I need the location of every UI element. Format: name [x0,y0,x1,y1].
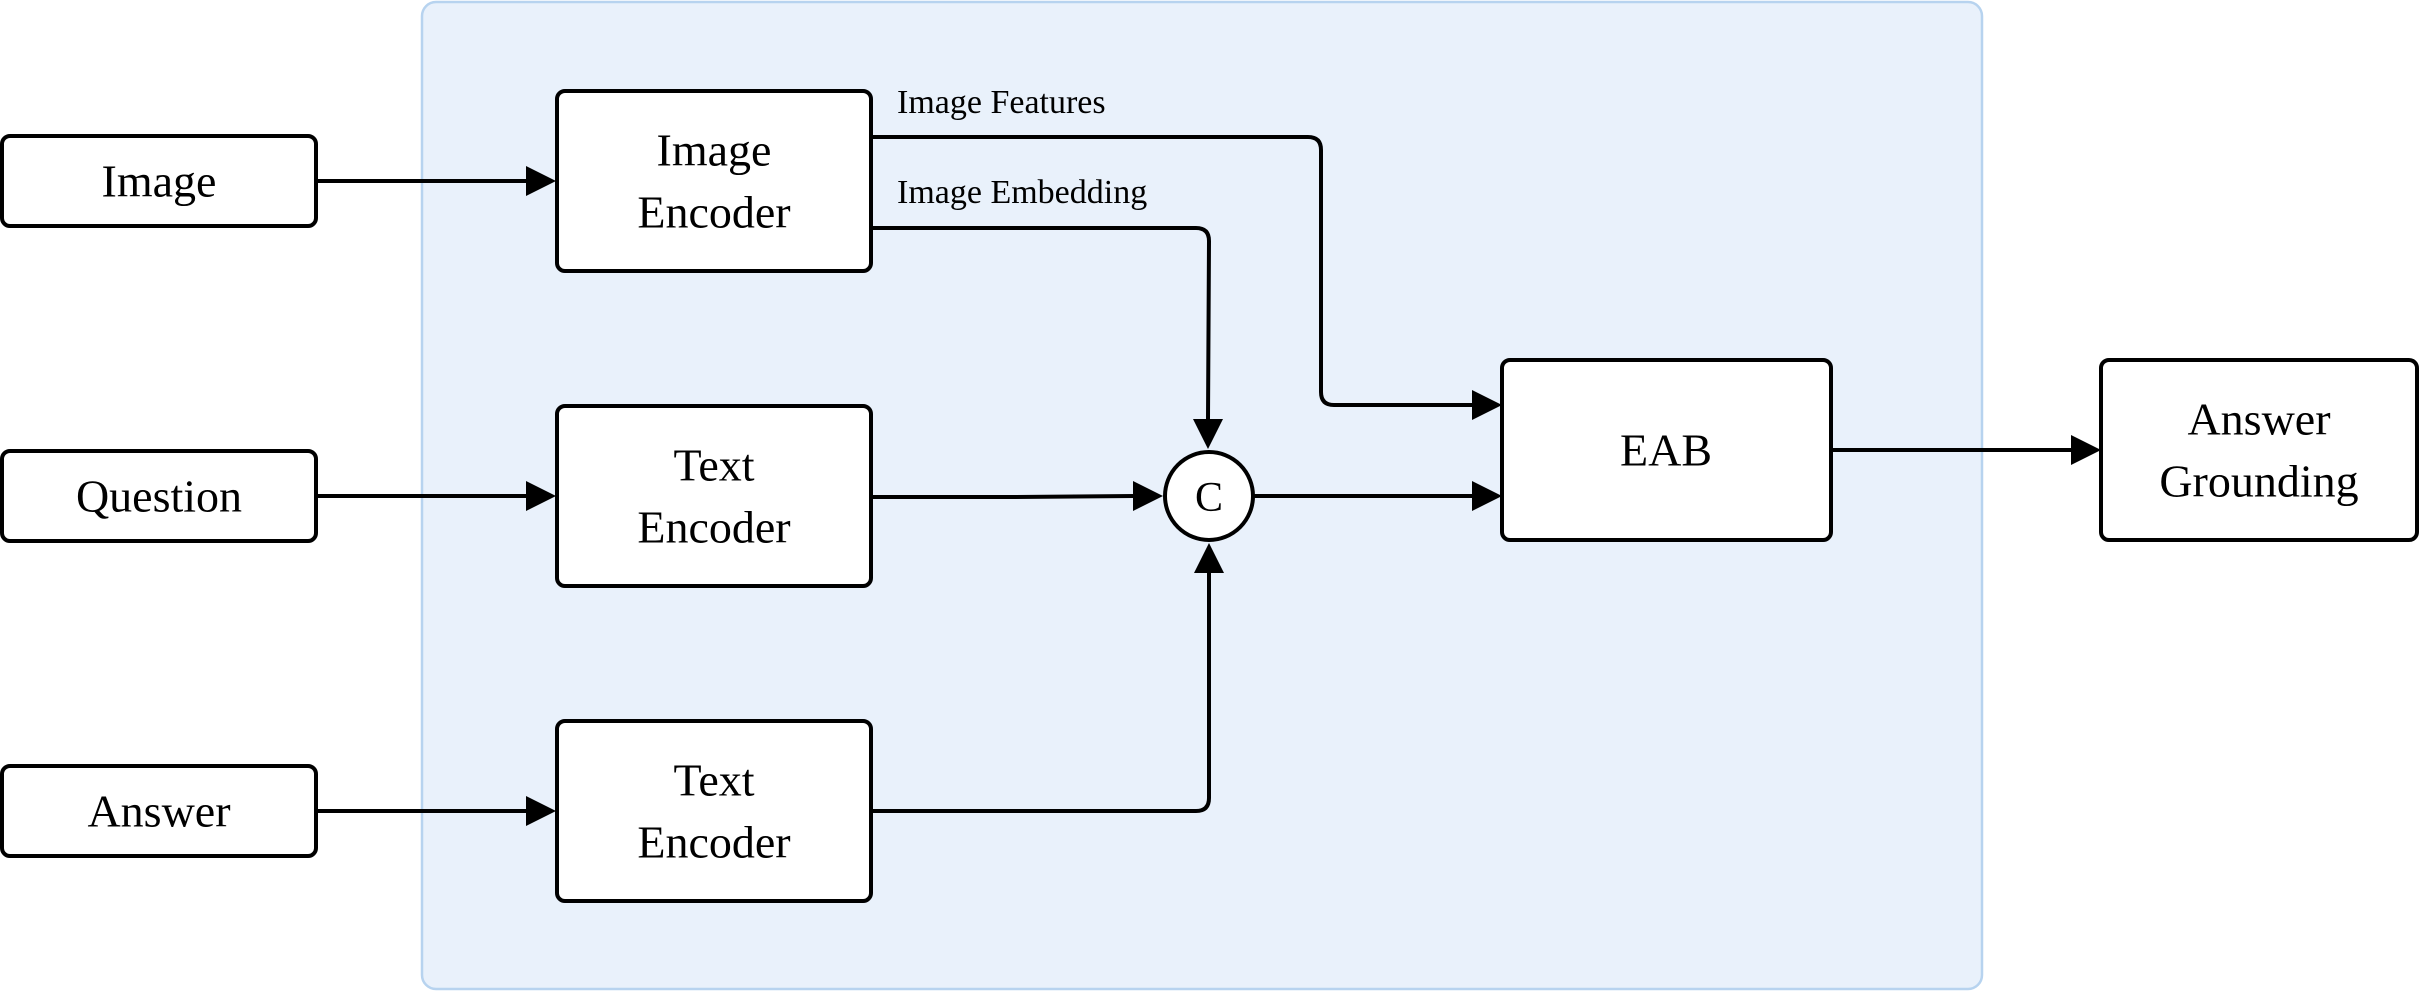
answer-text-encoder-node: Text Encoder [555,719,873,903]
question-text-encoder-label-line2: Encoder [637,502,790,553]
image-encoder-label-line2: Encoder [637,187,790,238]
answer-text-encoder-label-line1: Text [673,755,754,806]
arrowhead [1193,419,1223,449]
question-text-encoder-node: Text Encoder [555,404,873,588]
arrowhead [1472,390,1502,420]
arrowhead [526,796,556,826]
edge-question-encoding [871,494,1135,499]
input-question-label: Question [76,471,242,522]
input-image-label: Image [102,156,217,207]
answer-grounding-label-line1: Answer [2187,394,2330,445]
arrowhead [1194,543,1224,573]
arrowhead [1133,481,1163,511]
arrowhead [526,166,556,196]
edge-image-features [871,135,1476,407]
edge-image-embedding [871,226,1211,420]
input-answer-label: Answer [87,786,230,837]
input-question-node: Question [0,449,318,543]
input-answer-node: Answer [0,764,318,858]
answer-text-encoder-label-line2: Encoder [637,817,790,868]
image-embedding-label: Image Embedding [897,174,1147,211]
question-text-encoder-label-line1: Text [673,440,754,491]
eab-label: EAB [1620,425,1712,476]
image-encoder-node: Image Encoder [555,89,873,273]
eab-node: EAB [1500,358,1833,542]
concat-node: C [1163,450,1255,542]
answer-grounding-label-line2: Grounding [2159,456,2358,507]
image-encoder-label-line1: Image [657,125,772,176]
image-features-label: Image Features [897,84,1106,121]
input-image-node: Image [0,134,318,228]
edge-answer-encoding [871,572,1211,813]
arrowhead [526,481,556,511]
concat-label: C [1195,475,1223,521]
connectors [316,135,2101,826]
answer-grounding-node: Answer Grounding [2099,358,2419,542]
arrowhead [1472,481,1502,511]
arrowhead [2071,435,2101,465]
